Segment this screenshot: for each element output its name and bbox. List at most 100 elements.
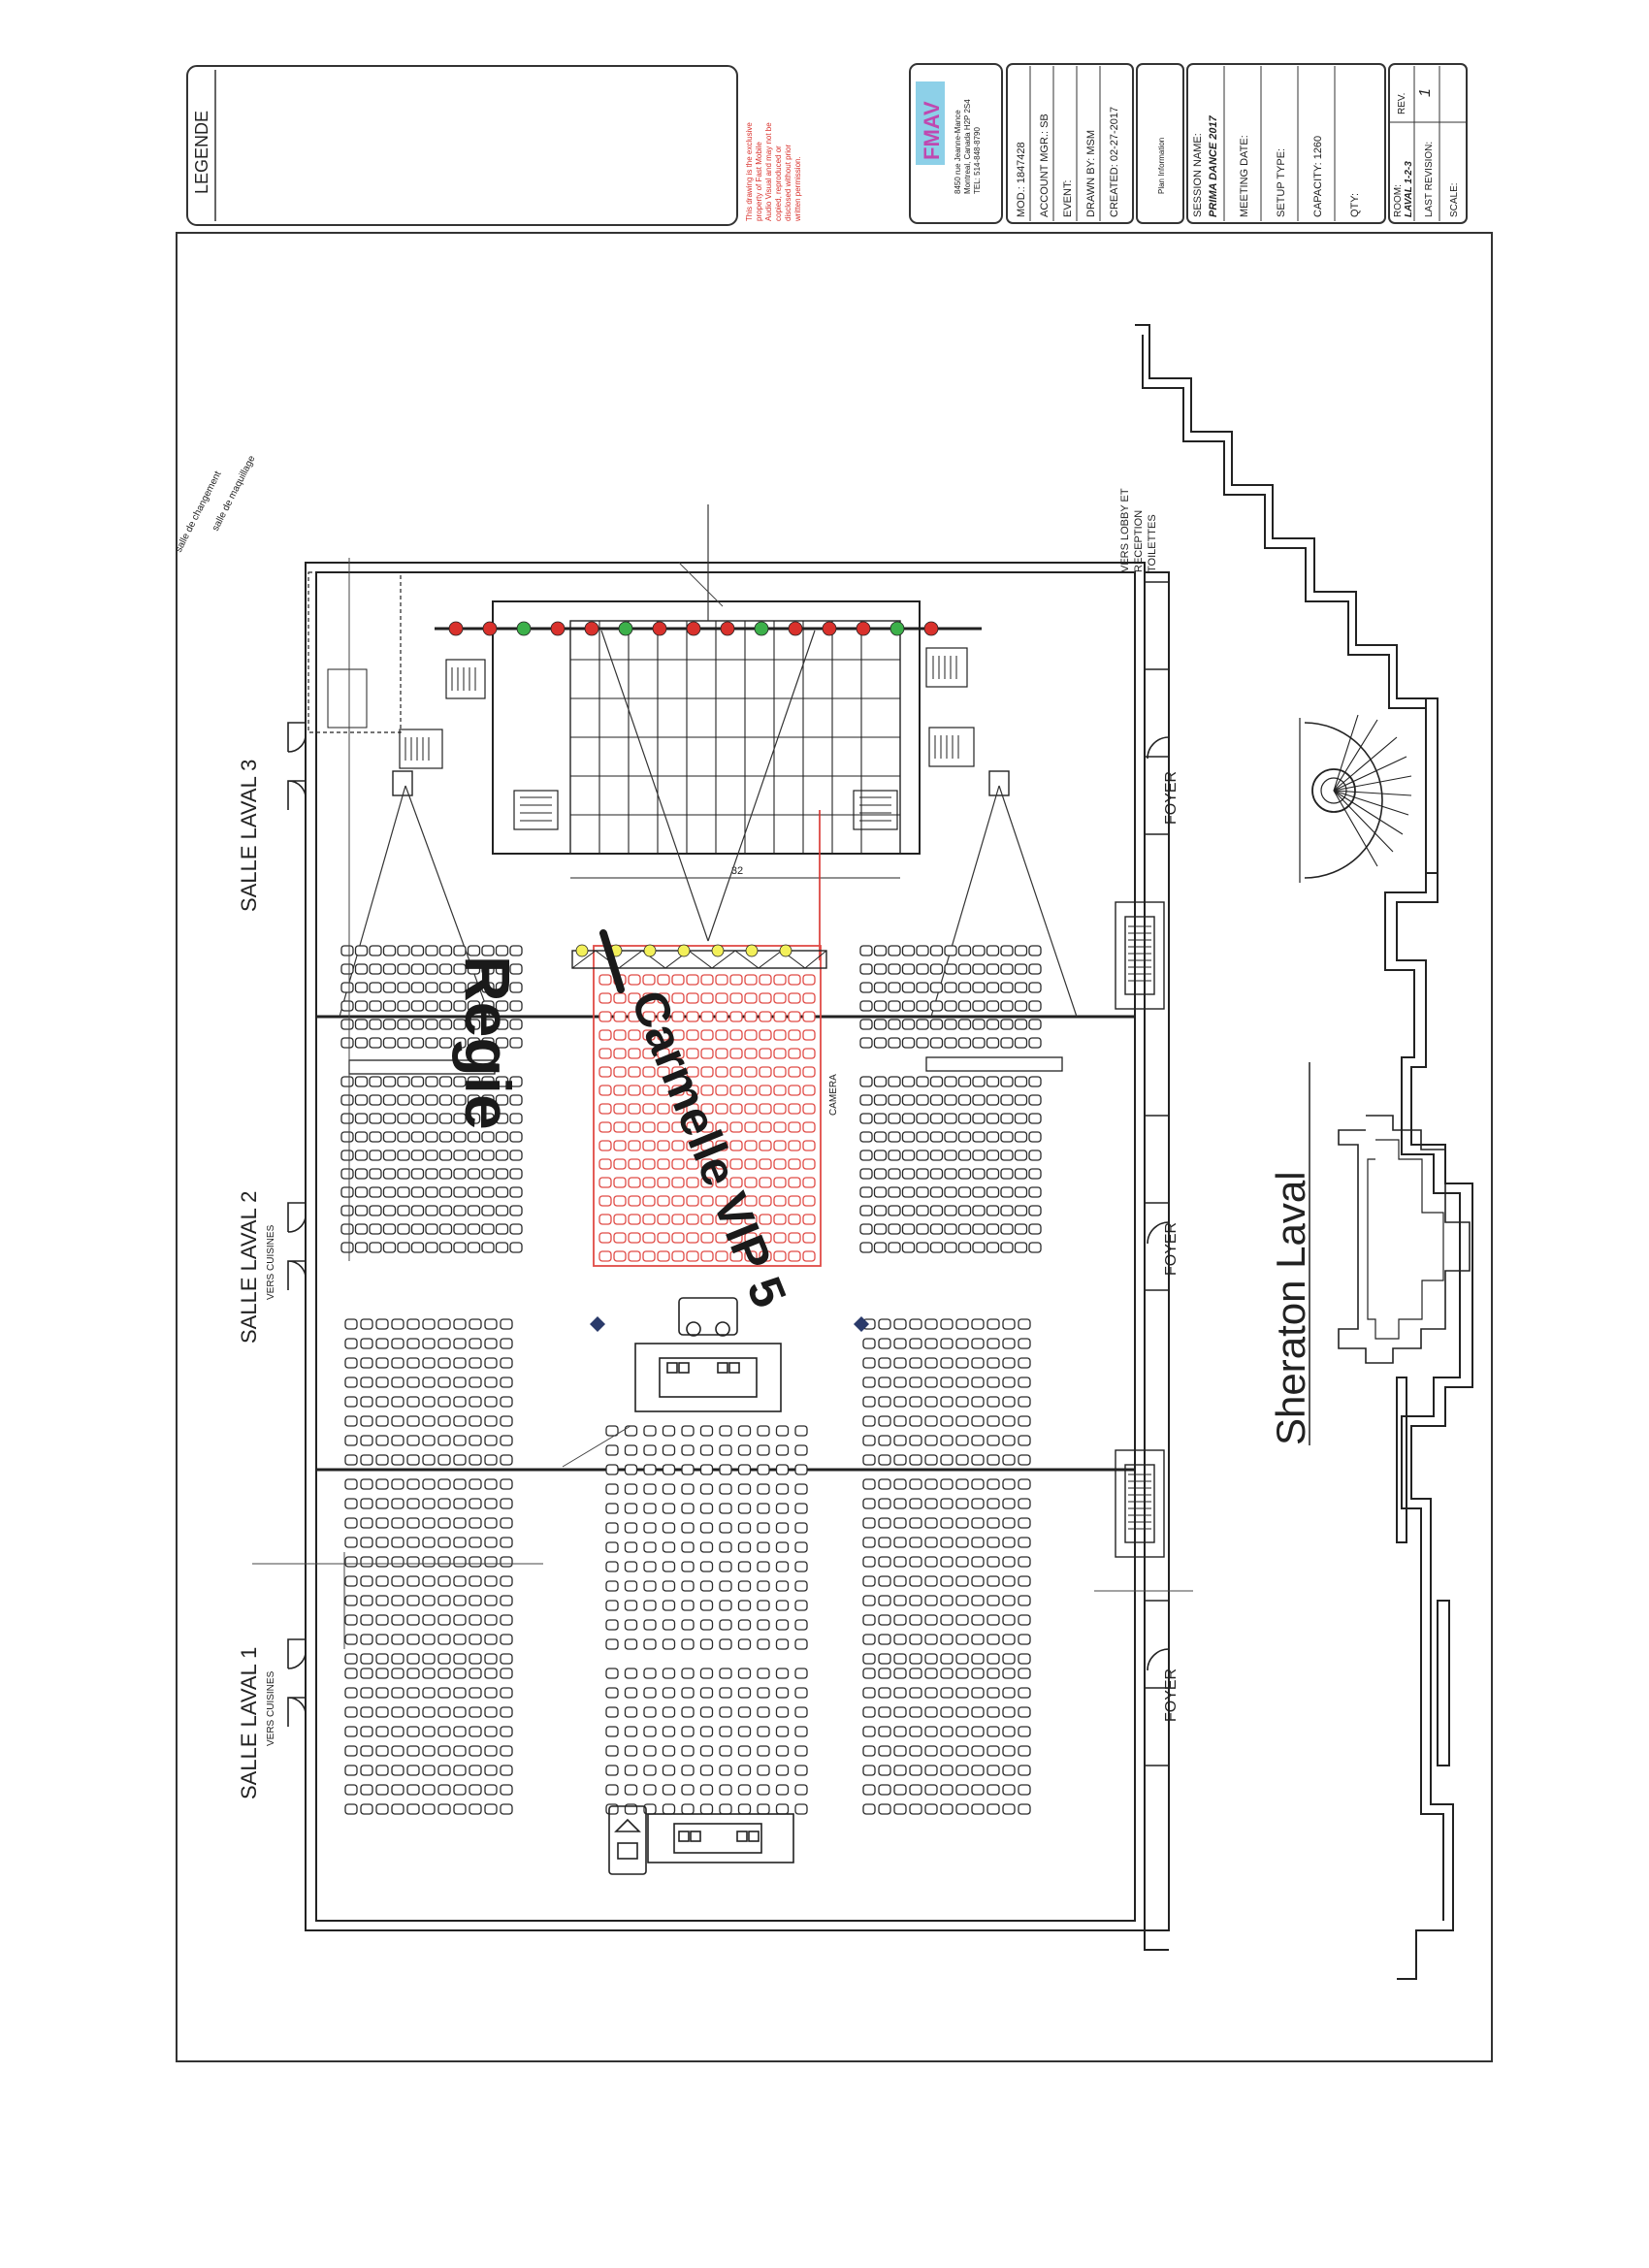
seat [360,1595,373,1606]
seat [909,1745,922,1757]
seat [901,1223,916,1235]
seat [859,945,873,956]
seat [715,1048,728,1059]
seat [909,1338,922,1349]
seat [1018,1415,1031,1427]
seat [862,1556,876,1568]
seat [759,1250,772,1262]
seat [737,1444,752,1456]
handwritten-stroke [599,929,625,993]
seat [391,1338,404,1349]
seat [788,1066,801,1078]
seat [873,1186,888,1198]
seat [509,1150,523,1161]
company-address: TEL: 514-848-8790 [973,127,982,194]
seat [699,1726,714,1737]
seat [354,945,369,956]
seat [467,963,481,975]
seat [759,1214,772,1225]
seat [873,1242,888,1253]
field-created: CREATED: 02-27-2017 [1109,107,1120,217]
seat [628,1177,641,1188]
seat [924,1726,938,1737]
seat [986,963,1000,975]
seat [940,1803,954,1815]
seat [375,1556,389,1568]
seat [425,1037,438,1049]
seat [425,1242,438,1253]
seat [642,1195,656,1207]
seat [986,1205,1000,1216]
seat [628,1121,641,1133]
seat [605,1541,619,1553]
seat [1002,1498,1016,1509]
seat [1028,1019,1042,1030]
seat [425,1076,438,1087]
seat [699,1668,714,1679]
seat [940,1435,954,1446]
seat [605,1483,619,1495]
seat [893,1357,907,1369]
seat [453,1517,467,1529]
seat [467,1242,481,1253]
seat [437,1478,451,1490]
seat [955,1498,969,1509]
seat [406,1357,420,1369]
seat [909,1415,922,1427]
seat [671,1103,685,1115]
seat [391,1653,404,1665]
seat [893,1396,907,1408]
seat [438,1186,453,1198]
seat [422,1498,436,1509]
seat [406,1668,420,1679]
seat [775,1522,790,1534]
seat [657,1103,670,1115]
seat [1002,1668,1016,1679]
seat [802,992,816,1004]
seat [699,1444,714,1456]
seat [862,1668,876,1679]
seat [657,1048,670,1059]
seat [700,974,714,986]
seat [888,982,901,993]
seat [1014,1094,1028,1106]
seat [662,1483,676,1495]
storage-lockers [1115,901,1165,1558]
seat [686,1085,699,1096]
seat [944,1205,957,1216]
seat [940,1745,954,1757]
seat [671,1066,685,1078]
seat [859,1094,873,1106]
seat [422,1726,436,1737]
seat [422,1454,436,1466]
seat [744,1195,758,1207]
seat [757,1687,770,1699]
seat [484,1537,498,1548]
seat [1018,1668,1031,1679]
seat [1018,1726,1031,1737]
seat [681,1541,695,1553]
seat [986,1415,1000,1427]
seat [437,1784,451,1796]
kitchen-label: VERS CUISINES [266,1670,276,1746]
seat [662,1784,676,1796]
seat [901,1168,916,1180]
seat [613,1048,627,1059]
seat [957,1223,972,1235]
seat [700,1250,714,1262]
seat [375,1803,389,1815]
seat [605,1444,619,1456]
seat [1018,1687,1031,1699]
seat [901,1000,916,1012]
seat [794,1600,808,1611]
seat [1002,1318,1016,1330]
seat [744,992,758,1004]
seat [681,1765,695,1776]
seat [467,1076,481,1087]
seat [901,1076,916,1087]
seat [382,963,397,975]
seat [775,1784,790,1796]
seat [775,1619,790,1631]
seat [437,1318,451,1330]
seat [955,1338,969,1349]
